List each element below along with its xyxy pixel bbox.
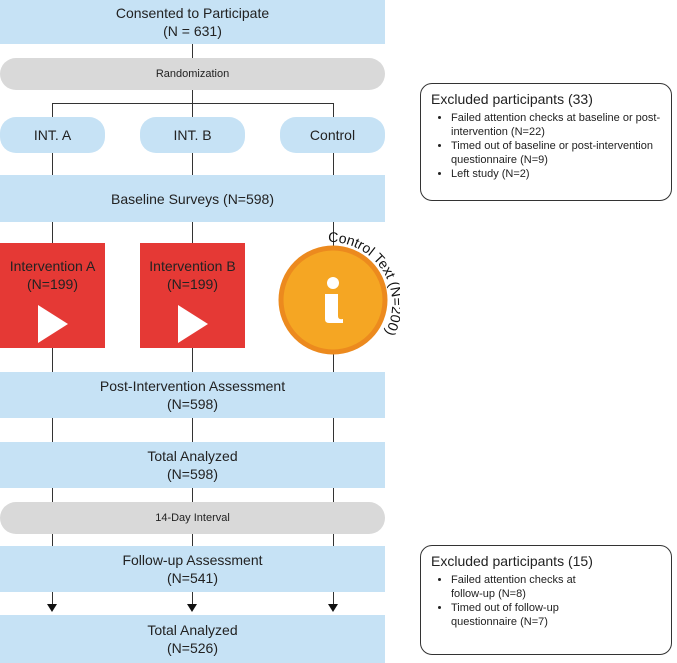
excluded1-item: Timed out of baseline or post-interventi… [451, 139, 661, 167]
arm-int-a: INT. A [0, 117, 105, 153]
connector [192, 44, 193, 58]
intervention-b-n: (N=199) [167, 276, 218, 292]
arrow-icon [187, 604, 197, 612]
interval-box: 14-Day Interval [0, 502, 385, 534]
control-info-graphic: Control Text (N=200) [278, 229, 400, 355]
excluded2-item: Failed attention checks at follow-up (N=… [451, 573, 591, 601]
connector [192, 103, 193, 605]
excluded1-title: Excluded participants (33) [431, 91, 593, 107]
consented-n: (N = 631) [163, 23, 222, 39]
baseline-title: Baseline Surveys (N=598) [110, 190, 275, 207]
excluded-box-2: Excluded participants (15) Failed attent… [420, 545, 672, 655]
followup-title: Follow-up Assessment [122, 552, 263, 568]
total-analyzed-box-2: Total Analyzed (N=526) [0, 615, 385, 663]
total-analyzed-box-1: Total Analyzed (N=598) [0, 442, 385, 488]
excluded2-item: Timed out of follow-up questionnaire (N=… [451, 601, 591, 629]
total1-title: Total Analyzed [147, 448, 238, 464]
excluded-box-1: Excluded participants (33) Failed attent… [420, 83, 672, 201]
post-intervention-box: Post-Intervention Assessment (N=598) [0, 372, 385, 418]
intervention-a-n: (N=199) [27, 276, 78, 292]
followup-n: (N=541) [167, 570, 218, 586]
arm-int-b: INT. B [140, 117, 245, 153]
total1-n: (N=598) [167, 466, 218, 482]
intervention-b-title: Intervention B [149, 258, 236, 274]
randomization-box: Randomization [0, 58, 385, 90]
post-title: Post-Intervention Assessment [99, 378, 286, 394]
consented-title: Consented to Participate [115, 5, 270, 21]
arrow-icon [47, 604, 57, 612]
connector [192, 90, 193, 103]
play-icon [177, 305, 208, 343]
connector [52, 103, 53, 605]
post-n: (N=598) [167, 396, 218, 412]
followup-box: Follow-up Assessment (N=541) [0, 546, 385, 592]
excluded1-item: Left study (N=2) [451, 167, 661, 181]
total2-title: Total Analyzed [147, 622, 238, 638]
excluded1-item: Failed attention checks at baseline or p… [451, 111, 661, 139]
arrow-icon [328, 604, 338, 612]
consented-box: Consented to Participate (N = 631) [0, 0, 385, 44]
play-icon [37, 305, 68, 343]
intervention-b-box: Intervention B (N=199) [140, 243, 245, 348]
total2-n: (N=526) [167, 640, 218, 656]
arm-control: Control [280, 117, 385, 153]
intervention-a-title: Intervention A [9, 258, 96, 274]
excluded2-title: Excluded participants (15) [431, 553, 593, 569]
baseline-box: Baseline Surveys (N=598) [0, 175, 385, 222]
intervention-a-box: Intervention A (N=199) [0, 243, 105, 348]
